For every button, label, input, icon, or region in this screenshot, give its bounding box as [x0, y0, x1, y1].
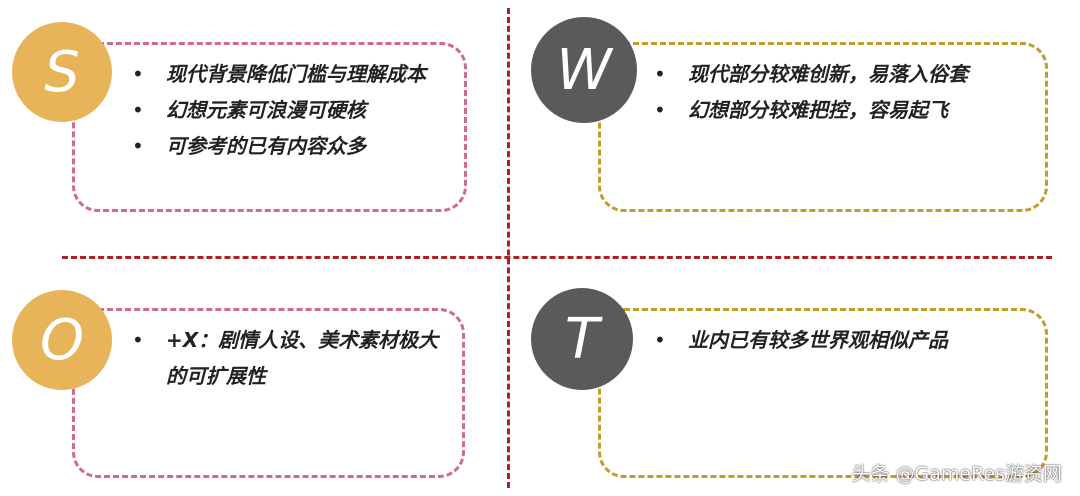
- o-box: [72, 308, 465, 478]
- w-circle: W: [531, 17, 637, 123]
- t-circle: T: [531, 288, 633, 390]
- s-item-list: 现代背景降低门槛与理解成本 幻想元素可浪漫可硬核 可参考的已有内容众多: [132, 56, 442, 164]
- w-text-area: 现代部分较难创新，易落入俗套 幻想部分较难把控，容易起飞: [654, 56, 1038, 128]
- s-box: [72, 42, 467, 212]
- t-item: 业内已有较多世界观相似产品: [654, 322, 1038, 358]
- o-item: +X：剧情人设、美术素材极大的可扩展性: [132, 322, 442, 394]
- w-box: [598, 42, 1048, 212]
- t-item-list: 业内已有较多世界观相似产品: [654, 322, 1038, 358]
- s-circle: S: [12, 22, 112, 122]
- s-letter: S: [44, 39, 80, 105]
- watermark: 头条 @GameRes游资网: [851, 463, 1062, 485]
- w-item: 幻想部分较难把控，容易起飞: [654, 92, 1038, 128]
- t-box: [598, 308, 1048, 478]
- vertical-divider: [507, 8, 510, 488]
- s-text-area: 现代背景降低门槛与理解成本 幻想元素可浪漫可硬核 可参考的已有内容众多: [132, 56, 442, 164]
- o-letter: O: [39, 307, 85, 373]
- o-text-area: +X：剧情人设、美术素材极大的可扩展性: [132, 322, 442, 394]
- w-letter: W: [556, 37, 612, 103]
- o-circle: O: [12, 290, 112, 390]
- w-item-list: 现代部分较难创新，易落入俗套 幻想部分较难把控，容易起飞: [654, 56, 1038, 128]
- o-item-list: +X：剧情人设、美术素材极大的可扩展性: [132, 322, 442, 394]
- w-item: 现代部分较难创新，易落入俗套: [654, 56, 1038, 92]
- s-item: 可参考的已有内容众多: [132, 128, 442, 164]
- s-item: 幻想元素可浪漫可硬核: [132, 92, 442, 128]
- t-letter: T: [564, 306, 600, 372]
- horizontal-divider: [62, 256, 1052, 259]
- s-item: 现代背景降低门槛与理解成本: [132, 56, 442, 92]
- t-text-area: 业内已有较多世界观相似产品: [654, 322, 1038, 358]
